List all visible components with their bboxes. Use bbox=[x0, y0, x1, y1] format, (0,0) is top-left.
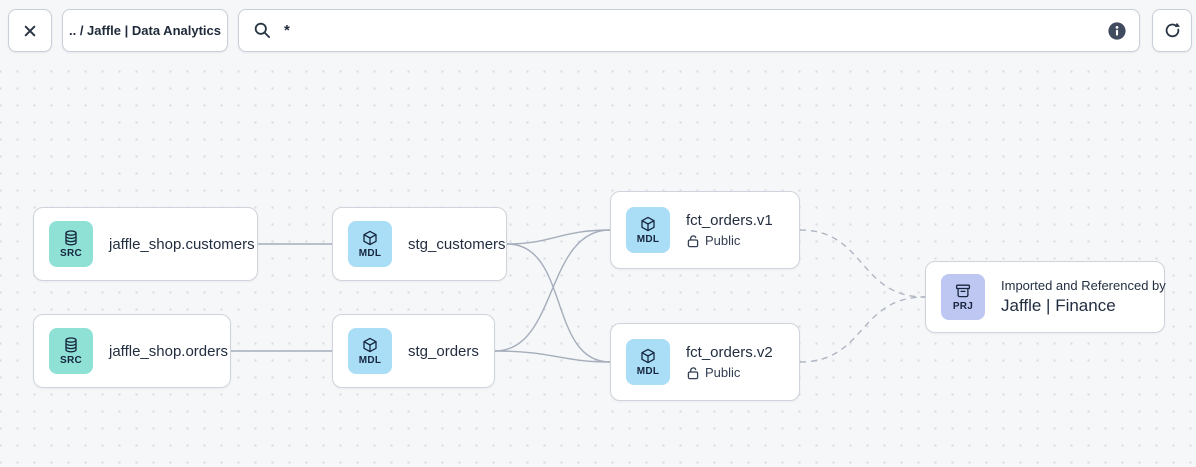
node-label: jaffle_shop.customers bbox=[109, 235, 255, 253]
badge-label: MDL bbox=[636, 233, 660, 245]
node-label: fct_orders.v2 bbox=[686, 344, 773, 361]
node-label: Jaffle | Finance bbox=[1001, 296, 1116, 315]
access-label: Public bbox=[705, 365, 741, 380]
source-badge: SRC bbox=[49, 328, 93, 374]
cube-icon bbox=[362, 230, 378, 246]
badge-label: SRC bbox=[59, 354, 82, 366]
node-fct-orders-v1[interactable]: MDL fct_orders.v1 Public bbox=[610, 191, 800, 269]
close-button[interactable] bbox=[8, 9, 52, 52]
search-icon bbox=[253, 21, 272, 40]
unlock-icon bbox=[686, 366, 700, 380]
node-label: stg_customers bbox=[408, 235, 506, 253]
node-stg-customers[interactable]: MDL stg_customers bbox=[332, 207, 507, 281]
project-caption: Imported and Referenced by bbox=[1001, 278, 1166, 293]
database-icon bbox=[63, 336, 79, 353]
close-icon bbox=[21, 22, 39, 40]
badge-label: MDL bbox=[358, 354, 382, 366]
model-badge: MDL bbox=[626, 339, 670, 385]
badge-label: MDL bbox=[636, 365, 660, 377]
archive-box-icon bbox=[955, 283, 971, 299]
project-badge: PRJ bbox=[941, 274, 985, 320]
badge-label: SRC bbox=[59, 247, 82, 259]
access-label: Public bbox=[705, 233, 741, 248]
node-jaffle-shop-orders[interactable]: SRC jaffle_shop.orders bbox=[33, 314, 231, 388]
search-input[interactable] bbox=[284, 22, 1107, 39]
node-jaffle-finance-project[interactable]: PRJ Imported and Referenced by Jaffle | … bbox=[925, 261, 1166, 333]
badge-label: PRJ bbox=[952, 300, 974, 312]
badge-label: MDL bbox=[358, 247, 382, 259]
node-label: stg_orders bbox=[408, 342, 479, 360]
model-badge: MDL bbox=[348, 221, 392, 267]
model-badge: MDL bbox=[348, 328, 392, 374]
node-label: fct_orders.v1 bbox=[686, 212, 773, 229]
cube-icon bbox=[640, 348, 656, 364]
refresh-button[interactable] bbox=[1152, 9, 1192, 52]
node-stg-orders[interactable]: MDL stg_orders bbox=[332, 314, 495, 388]
cube-icon bbox=[362, 337, 378, 353]
node-label: jaffle_shop.orders bbox=[109, 342, 228, 360]
database-icon bbox=[63, 229, 79, 246]
search-box[interactable] bbox=[238, 9, 1140, 52]
node-jaffle-shop-customers[interactable]: SRC jaffle_shop.customers bbox=[33, 207, 258, 281]
breadcrumb[interactable]: .. / Jaffle | Data Analytics bbox=[62, 9, 228, 52]
model-badge: MDL bbox=[626, 207, 670, 253]
refresh-icon bbox=[1163, 21, 1182, 40]
source-badge: SRC bbox=[49, 221, 93, 267]
breadcrumb-label: .. / Jaffle | Data Analytics bbox=[69, 23, 221, 38]
cube-icon bbox=[640, 216, 656, 232]
unlock-icon bbox=[686, 234, 700, 248]
node-fct-orders-v2[interactable]: MDL fct_orders.v2 Public bbox=[610, 323, 800, 401]
info-icon[interactable] bbox=[1107, 21, 1127, 41]
